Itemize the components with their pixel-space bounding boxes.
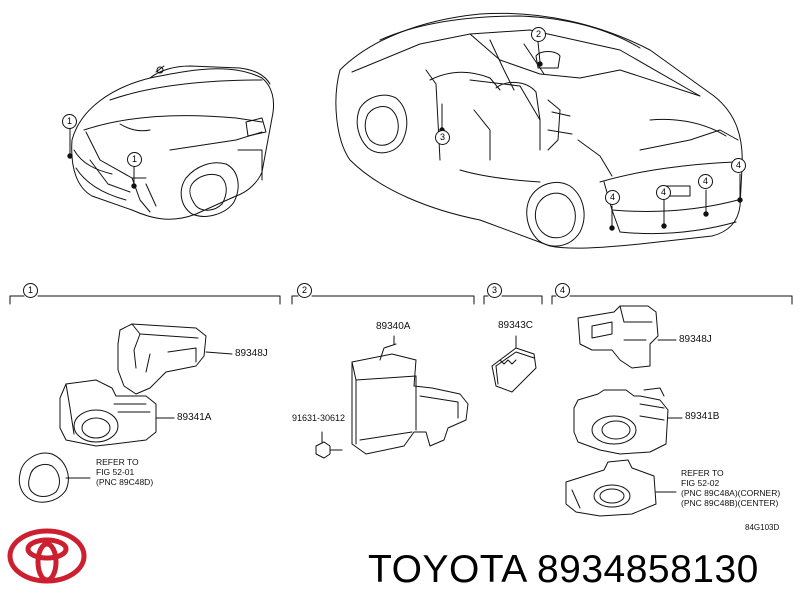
section-1-note: REFER TO FIG 52-01 (PNC 89C48D)	[96, 457, 153, 487]
part-label-89343C: 89343C	[498, 320, 534, 331]
part-91631-30612-bolt-drawing	[315, 441, 331, 459]
callout-4-rear-b: 4	[656, 185, 671, 200]
brand-caption: TOYOTA 8934858130	[368, 548, 759, 592]
toyota-logo-icon	[7, 528, 87, 584]
callout-1-front-lower: 1	[127, 152, 142, 167]
section-2-parts	[315, 335, 469, 459]
front-car-callouts	[67, 127, 137, 189]
part-label-89348J-rear: 89348J	[679, 334, 712, 345]
part-label-89341B: 89341B	[685, 411, 720, 422]
callout-4-rear-d: 4	[731, 158, 746, 173]
note-line: REFER TO	[96, 457, 139, 467]
section-3-parts	[491, 335, 537, 393]
callout-4-rear-a: 4	[605, 190, 620, 205]
section-2-marker: 2	[297, 283, 312, 298]
callout-1-front-upper: 1	[62, 114, 77, 129]
section-1-parts	[18, 323, 233, 503]
part-number: 8934858130	[536, 548, 759, 591]
part-89348J-bracket-drawing	[117, 323, 207, 395]
part-label-89340A: 89340A	[376, 321, 411, 332]
front-car-illustration	[71, 65, 275, 220]
section-3-marker: 3	[487, 283, 502, 298]
section-4-marker: 4	[555, 283, 570, 298]
part-label-89341A: 89341A	[177, 412, 212, 423]
rear-car-illustration	[335, 12, 743, 249]
rear-car-callouts	[439, 41, 743, 231]
part-label-89348J: 89348J	[235, 348, 268, 359]
rear-bezel-drawing	[565, 459, 657, 517]
part-89340A-ecu-drawing	[351, 353, 469, 455]
section-brackets	[9, 295, 793, 305]
note-line: REFER TO	[681, 468, 724, 478]
callout-2-rear: 2	[531, 27, 546, 42]
part-89341B-sensor-drawing	[573, 389, 669, 455]
note-line: (PNC 89C48B)(CENTER)	[681, 498, 779, 508]
part-89343C-module-drawing	[491, 347, 537, 393]
callout-4-rear-c: 4	[698, 174, 713, 189]
section-4-note: REFER TO FIG 52-02 (PNC 89C48A)(CORNER) …	[681, 468, 780, 508]
note-line: FIG 52-02	[681, 478, 720, 488]
brand-name: TOYOTA	[368, 548, 526, 591]
part-label-91631-30612: 91631-30612	[292, 413, 346, 423]
note-line: FIG 52-01	[96, 467, 135, 477]
callout-3-rear: 3	[435, 130, 450, 145]
note-line: (PNC 89C48A)(CORNER)	[681, 488, 781, 498]
section-1-marker: 1	[23, 283, 38, 298]
section-4-parts	[565, 305, 683, 517]
part-89348J-rear-bracket-drawing	[577, 305, 659, 369]
bezel-drawing	[18, 452, 69, 503]
diagram-reference-code: 84G103D	[745, 523, 780, 532]
note-line: (PNC 89C48D)	[96, 477, 154, 487]
